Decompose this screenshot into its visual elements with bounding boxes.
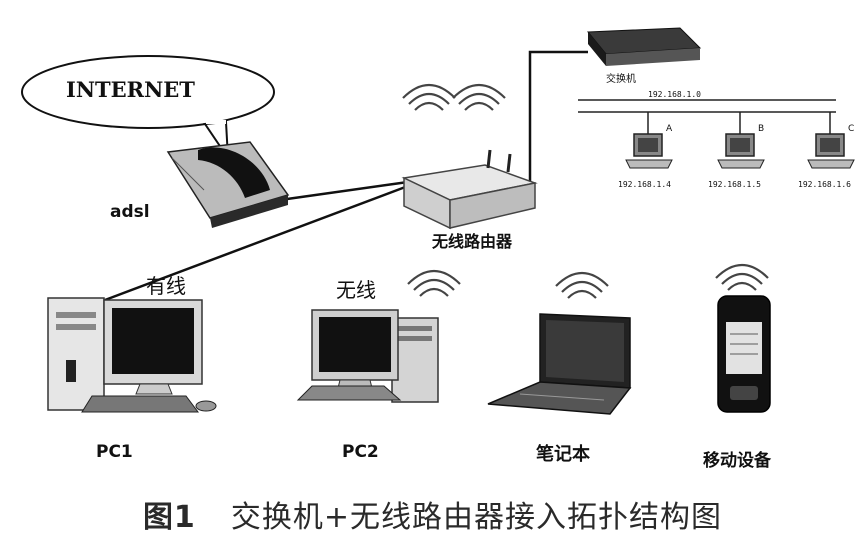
cable-router-pc1: [104, 184, 409, 302]
cables: [104, 50, 588, 302]
switch-label: 交换机: [606, 74, 636, 85]
figure-title: 交换机+无线路由器接入拓扑结构图: [230, 500, 723, 535]
lan-pc-c-icon: [807, 133, 855, 169]
pc-c-ip: 192.168.1.6: [798, 180, 851, 189]
router-label: 无线路由器: [432, 232, 513, 251]
mobile-device-icon: [717, 295, 771, 413]
internet-label: INTERNET: [66, 77, 195, 102]
pc-b-ip: 192.168.1.5: [708, 180, 761, 189]
cable-adsl-router: [279, 180, 409, 202]
wireless-router-icon: [401, 149, 538, 230]
pc-a-tag: A: [666, 124, 673, 134]
wireless-label: 无线: [336, 278, 376, 302]
cable-router-switch: [528, 50, 588, 185]
wired-label: 有线: [146, 274, 186, 298]
mobile-wifi-icon: [715, 264, 769, 291]
switch-icon: [586, 27, 702, 66]
pc-b-tag: B: [758, 124, 765, 134]
laptop-icon: [487, 313, 632, 415]
pc2-label: PC2: [342, 442, 379, 462]
wifi-signal-icons: [402, 84, 769, 299]
router-wifi-right-icon: [452, 84, 506, 111]
pc2-icon: [296, 309, 439, 403]
pc-a-ip: 192.168.1.4: [618, 180, 671, 189]
lan-pc-a-icon: [625, 133, 673, 169]
mobile-label: 移动设备: [703, 451, 771, 471]
network-label: 192.168.1.0: [648, 90, 701, 99]
adsl-label: adsl: [110, 202, 150, 222]
lan-bus: [578, 99, 836, 140]
lan-pc-b-icon: [717, 133, 765, 169]
router-wifi-left-icon: [402, 84, 456, 111]
pc1-label: PC1: [96, 442, 133, 462]
figure-number: 图1: [142, 500, 196, 535]
pc1-icon: [47, 297, 217, 413]
internet-cloud: [21, 55, 275, 162]
adsl-modem-icon: [166, 141, 290, 228]
laptop-label: 笔记本: [536, 444, 590, 465]
pc2-wifi-icon: [407, 270, 461, 297]
pc-c-tag: C: [848, 124, 855, 134]
figure-caption: 图1 交换机+无线路由器接入拓扑结构图: [0, 492, 865, 536]
laptop-wifi-icon: [555, 272, 609, 299]
